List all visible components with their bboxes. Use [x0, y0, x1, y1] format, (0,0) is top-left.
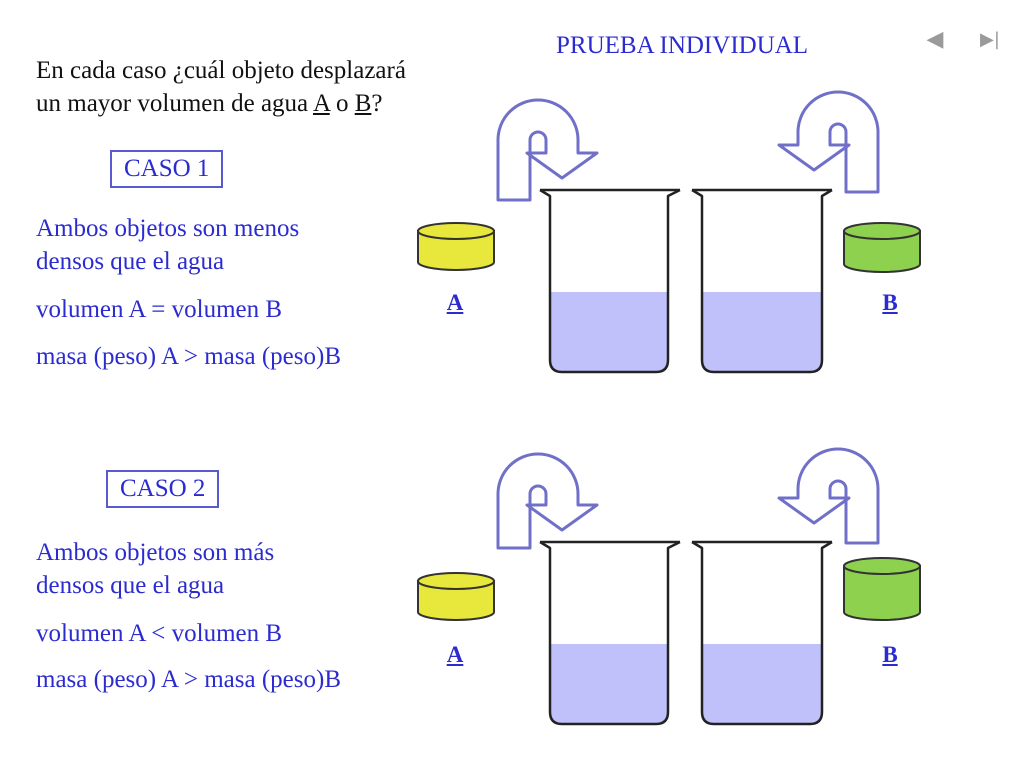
caso-1-label-a: A	[446, 290, 464, 315]
caso-1-description: Ambos objetos son menos densos que el ag…	[36, 212, 299, 278]
caso-2-water-a	[550, 644, 668, 724]
caso-2-label-b: B	[882, 642, 898, 667]
caso-2-object-a	[417, 572, 495, 621]
question-suffix: ?	[371, 90, 383, 117]
option-a-text: A	[313, 90, 330, 117]
option-b-text: B	[354, 90, 372, 117]
caso-2-object-b	[843, 557, 921, 621]
caso-1-arrow-a-icon	[496, 98, 599, 202]
question-line-1: En cada caso ¿cuál objeto desplazará	[36, 57, 406, 84]
caso-1-beaker-b	[691, 188, 833, 374]
caso-1-water-a	[550, 292, 668, 372]
caso-2-beaker-a	[539, 540, 681, 726]
caso-2-label-a: A	[446, 642, 464, 667]
caso-1-label-b: B	[882, 290, 898, 315]
caso-1-desc-line-2: densos que el agua	[36, 248, 225, 275]
caso-1-mass: masa (peso) A > masa (peso)B	[36, 343, 342, 370]
caso-2-arrow-b-icon	[777, 447, 880, 545]
question-text: En cada caso ¿cuál objeto desplazará un …	[36, 54, 476, 120]
page-title: PRUEBA INDIVIDUAL	[556, 32, 809, 59]
caso-2-desc-line-1: Ambos objetos son más	[36, 539, 275, 566]
caso-2-water-b	[702, 644, 822, 724]
caso-1-water-b	[702, 292, 822, 372]
caso-1-desc-line-1: Ambos objetos son menos	[36, 215, 300, 242]
previous-slide-icon[interactable]: ◀	[926, 27, 944, 52]
caso-2-description: Ambos objetos son más densos que el agua	[36, 536, 274, 602]
question-connector: o	[329, 90, 355, 117]
caso-2-mass: masa (peso) A > masa (peso)B	[36, 666, 342, 693]
caso-1-box: CASO 1	[110, 150, 224, 188]
caso-1-arrow-b-icon	[777, 90, 880, 194]
caso-1-object-b	[843, 222, 921, 273]
caso-2-volume: volumen A < volumen B	[36, 620, 283, 647]
caso-1-object-a	[417, 222, 495, 271]
question-prefix: un mayor volumen de agua	[36, 90, 314, 117]
caso-1-beaker-a	[539, 188, 681, 374]
caso-1-volume: volumen A = volumen B	[36, 296, 283, 323]
question-line-2: un mayor volumen de agua A o B?	[36, 87, 476, 120]
caso-2-beaker-b	[691, 540, 833, 726]
caso-2-box: CASO 2	[106, 470, 220, 508]
last-slide-icon[interactable]: ▶|	[980, 29, 1000, 50]
caso-2-desc-line-2: densos que el agua	[36, 572, 225, 599]
caso-2-arrow-a-icon	[496, 452, 599, 550]
